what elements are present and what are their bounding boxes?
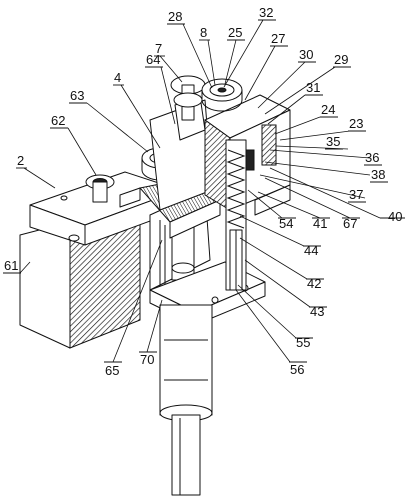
label-67: 67: [342, 216, 360, 231]
label-44: 44: [303, 243, 321, 258]
label-42: 42: [306, 276, 324, 291]
label-61: 61: [3, 258, 21, 274]
svg-text:44: 44: [304, 243, 318, 258]
label-7: 7: [154, 41, 165, 57]
label-38: 38: [370, 167, 388, 183]
leader-lines: [19, 19, 381, 363]
svg-text:67: 67: [343, 216, 357, 231]
label-32: 32: [258, 5, 276, 21]
label-36: 36: [364, 150, 382, 166]
label-56: 56: [289, 361, 307, 377]
label-41: 41: [312, 216, 330, 231]
label-70: 70: [139, 351, 157, 367]
svg-text:23: 23: [349, 116, 363, 131]
svg-text:56: 56: [290, 362, 304, 377]
svg-text:24: 24: [321, 102, 335, 117]
label-43: 43: [309, 304, 327, 319]
knob-7: [170, 75, 206, 121]
svg-text:2: 2: [17, 153, 24, 168]
svg-text:7: 7: [155, 41, 162, 56]
svg-text:64: 64: [146, 52, 160, 67]
svg-text:8: 8: [200, 25, 207, 40]
label-23: 23: [348, 116, 366, 132]
svg-text:30: 30: [299, 47, 313, 62]
label-37: 37: [348, 187, 366, 203]
label-55: 55: [295, 335, 313, 350]
label-29: 29: [333, 52, 351, 68]
svg-text:25: 25: [228, 25, 242, 40]
label-35: 35: [325, 134, 343, 150]
svg-text:4: 4: [114, 70, 121, 85]
svg-text:54: 54: [279, 216, 293, 231]
svg-text:62: 62: [51, 113, 65, 128]
svg-text:40: 40: [388, 209, 402, 224]
label-65: 65: [104, 361, 122, 378]
svg-text:43: 43: [310, 304, 324, 319]
svg-text:63: 63: [70, 88, 84, 103]
label-31: 31: [305, 80, 323, 96]
label-24: 24: [320, 102, 338, 118]
svg-text:38: 38: [371, 167, 385, 182]
label-2: 2: [16, 153, 27, 169]
lower-shaft: [159, 304, 213, 496]
spring-column: [225, 139, 247, 291]
svg-text:55: 55: [296, 335, 310, 350]
svg-text:61: 61: [4, 258, 18, 273]
gear-8-25: [201, 78, 243, 112]
label-64: 64: [145, 52, 163, 68]
svg-text:41: 41: [313, 216, 327, 231]
label-25: 25: [227, 25, 245, 41]
label-28: 28: [167, 9, 185, 25]
svg-text:42: 42: [307, 276, 321, 291]
label-4: 4: [113, 70, 124, 86]
label-27: 27: [270, 31, 288, 47]
bracket-4-64: [149, 95, 213, 211]
label-40: 40: [380, 209, 405, 224]
svg-text:27: 27: [271, 31, 285, 46]
svg-text:31: 31: [306, 80, 320, 95]
svg-text:32: 32: [259, 5, 273, 20]
svg-text:70: 70: [140, 352, 154, 367]
label-62: 62: [50, 113, 68, 129]
svg-text:36: 36: [365, 150, 379, 165]
label-8: 8: [199, 25, 210, 41]
label-54: 54: [278, 216, 296, 231]
svg-text:35: 35: [326, 134, 340, 149]
label-30: 30: [298, 47, 316, 63]
svg-text:37: 37: [349, 187, 363, 202]
label-63: 63: [69, 88, 87, 104]
svg-text:65: 65: [105, 363, 119, 378]
right-housing: [204, 94, 291, 216]
svg-text:29: 29: [334, 52, 348, 67]
svg-text:28: 28: [168, 9, 182, 24]
